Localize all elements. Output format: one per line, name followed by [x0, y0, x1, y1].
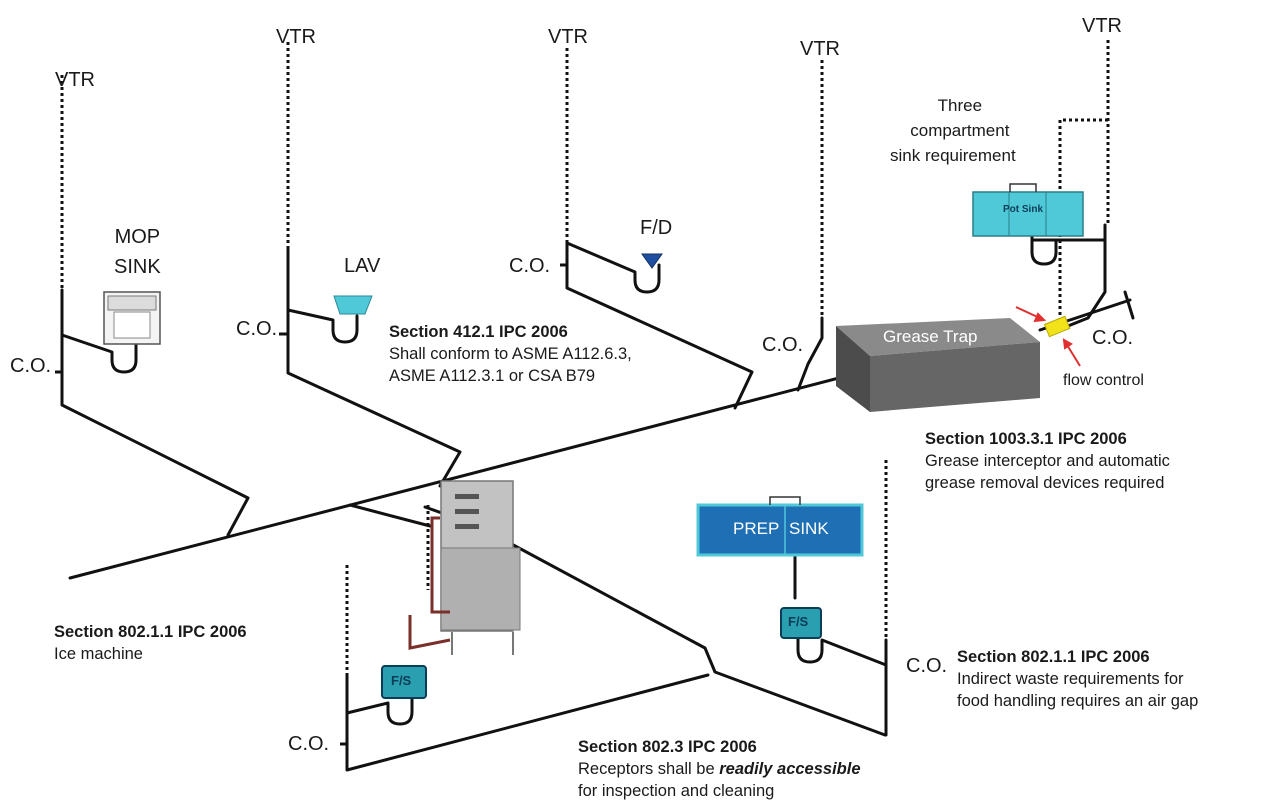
grease-trap-fixture [836, 318, 1040, 412]
mop-sink-label: MOP SINK [114, 222, 161, 282]
fs-label-lower: F/S [391, 673, 412, 688]
co-label-prep: C.O. [906, 655, 948, 677]
section-412-heading: Section 412.1 IPC 2006 [389, 323, 568, 341]
three-compartment-line3: sink requirement [890, 146, 1016, 165]
ice-branch-top [348, 503, 432, 528]
fs-label-right: F/S [788, 614, 809, 629]
vtr-label-3: VTR [548, 26, 588, 48]
lower-fs-arm [345, 696, 414, 726]
mop-trap-arm [60, 333, 138, 374]
prep-sink-label-left: PREP [733, 519, 780, 538]
section-412-line2: ASME A112.3.1 or CSA B79 [389, 367, 596, 385]
right-fs-arm [796, 633, 888, 667]
vtr-label-4: VTR [800, 38, 840, 60]
ice-machine-fixture [440, 480, 521, 655]
pot-sink-label: Pot Sink [1003, 204, 1044, 215]
section-802-3-callout: Section 802.3 IPC 2006 Receptors shall b… [578, 736, 861, 802]
section-802-3-line1: Receptors shall be readily accessible [578, 758, 861, 780]
ice-drain-line-2 [408, 615, 451, 650]
fd-funnel [641, 253, 663, 269]
mop-branch [60, 288, 250, 537]
section-802-3-heading: Section 802.3 IPC 2006 [578, 738, 757, 756]
section-412-callout: Section 412.1 IPC 2006 Shall conform to … [389, 321, 632, 387]
section-802-ice-line1: Ice machine [54, 645, 143, 663]
vtr-label-1: VTR [55, 69, 95, 91]
section-1003-heading: Section 1003.3.1 IPC 2006 [925, 430, 1127, 448]
section-802-3-line2: for inspection and cleaning [578, 782, 775, 800]
mop-sink-label-line2: SINK [114, 256, 161, 278]
three-compartment-label: Three compartment sink requirement [890, 93, 1016, 168]
lav-fixture [333, 295, 373, 315]
fd-label: F/D [640, 217, 673, 239]
co-label-lav: C.O. [236, 318, 278, 340]
co-cap-right [1123, 290, 1135, 320]
section-1003-callout: Section 1003.3.1 IPC 2006 Grease interce… [925, 428, 1170, 494]
vent-pot-loop [1058, 118, 1108, 330]
mop-sink-fixture [103, 291, 161, 345]
section-412-line1: Shall conform to ASME A112.6.3, [389, 345, 632, 363]
section-1003-line2: grease removal devices required [925, 474, 1165, 492]
fs-box-right [780, 607, 822, 639]
pot-sink-fixture [972, 183, 1084, 237]
pot-sink-trap [1030, 230, 1058, 266]
mop-sink-label-line1: MOP [114, 226, 161, 248]
section-802-indirect-callout: Section 802.1.1 IPC 2006 Indirect waste … [957, 646, 1198, 712]
section-802-ice-callout: Section 802.1.1 IPC 2006 Ice machine [54, 621, 247, 665]
section-802-ice-heading: Section 802.1.1 IPC 2006 [54, 623, 247, 641]
pot-sink-drain [1056, 223, 1107, 332]
main-drain [68, 364, 887, 580]
section-1003-line1: Grease interceptor and automatic [925, 452, 1170, 470]
grease-trap-label: Grease Trap [883, 327, 978, 346]
flow-control-device [1043, 315, 1071, 338]
co-label-grease: C.O. [762, 334, 804, 356]
three-compartment-line2: compartment [910, 121, 1010, 140]
section-802-indirect-line2: food handling requires an air gap [957, 692, 1199, 710]
flow-control-label: flow control [1063, 372, 1144, 389]
prep-sink-fixture [696, 496, 864, 557]
fs-box-lower [381, 665, 427, 699]
vtr-label-2: VTR [276, 26, 316, 48]
lav-trap-arm [286, 308, 359, 344]
fd-trap-arm [565, 241, 661, 294]
section-802-indirect-line1: Indirect waste requirements for [957, 670, 1184, 688]
co-label-lower: C.O. [288, 733, 330, 755]
co-branch [796, 316, 824, 392]
section-802-indirect-heading: Section 802.1.1 IPC 2006 [957, 648, 1150, 666]
section-802-3-emphasis: readily accessible [719, 760, 861, 778]
lav-label: LAV [344, 255, 381, 277]
lower-fs-branch [345, 673, 710, 772]
co-label-fd: C.O. [509, 255, 551, 277]
co-label-mop: C.O. [10, 355, 52, 377]
co-label-right: C.O. [1092, 327, 1134, 349]
three-compartment-line1: Three [937, 96, 983, 115]
vtr-label-5: VTR [1082, 15, 1122, 37]
section-802-3-line1-pre: Receptors shall be [578, 760, 720, 778]
prep-sink-label-right: SINK [789, 519, 829, 538]
ice-drain-line-1 [430, 516, 450, 614]
